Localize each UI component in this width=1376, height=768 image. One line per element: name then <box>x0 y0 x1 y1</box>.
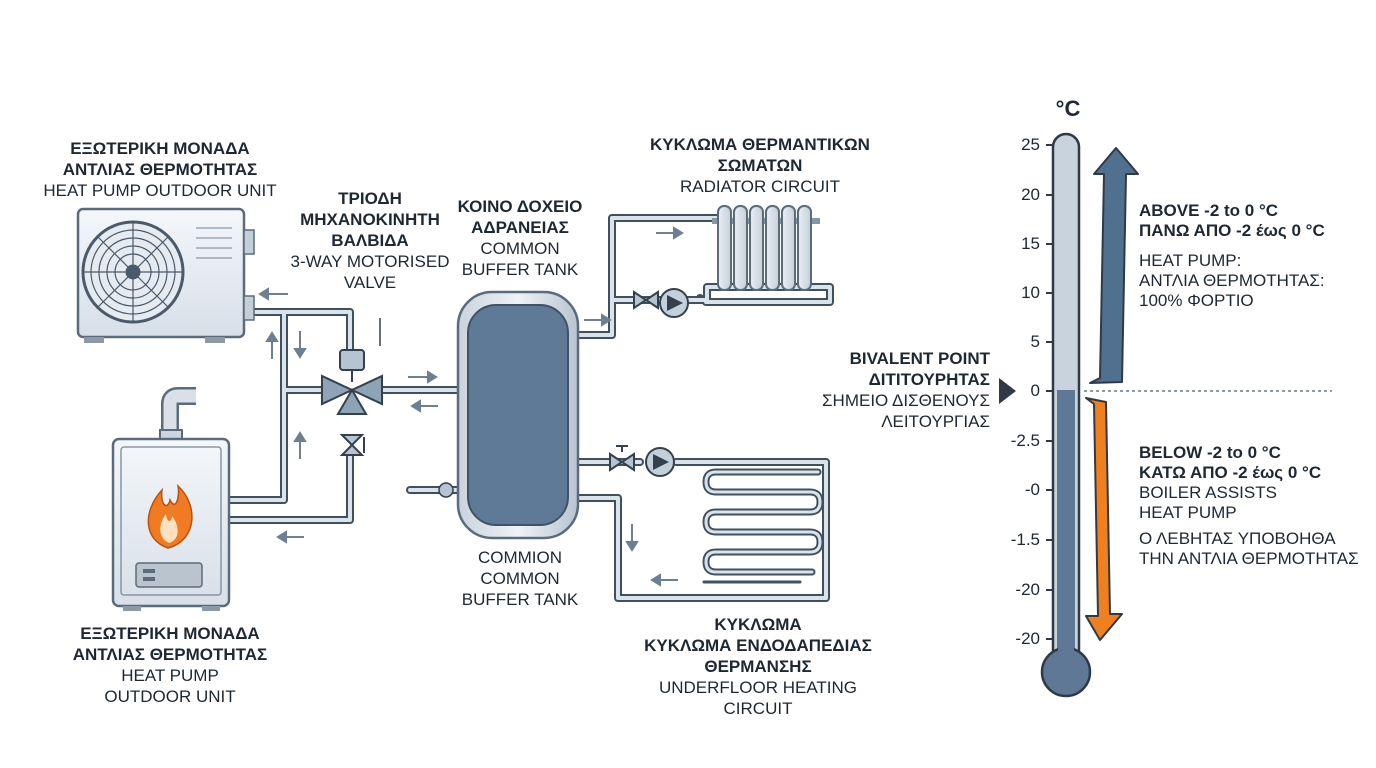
heat-pump-up-arrow <box>1089 147 1139 384</box>
tick-label: -1.5 <box>1010 530 1040 549</box>
flow-arrows <box>258 226 684 587</box>
tick-label: -2.5 <box>1010 431 1040 450</box>
thermometer-unit-label: °C <box>1055 96 1081 121</box>
buffer-bottom-l3: BUFFER TANK <box>461 590 579 609</box>
buffer-bottom-l2: COMMON <box>480 569 560 588</box>
boiler-label-el: ΕΞΩΤΕΡΙΚΗ ΜΟΝΑΔΑ <box>80 624 260 643</box>
buffer-bottom-l1: COMMION <box>477 548 563 567</box>
outdoor-unit-label-el2: ΑΝΤΛΙΑΣ ΘΕΡΜΟΤΗΤΑΣ <box>62 160 258 179</box>
boiler-down-arrow <box>1085 397 1123 641</box>
below-desc-1: BOILER ASSISTS <box>1139 483 1277 502</box>
flow-arrow-left <box>650 573 678 587</box>
radiator-circuit-label: ΚΥΚΛΩΜΑ ΘΕΡΜΑΝΤΙΚΩΝ ΣΩΜΑΤΩΝ RADIATOR CIR… <box>630 134 890 197</box>
bivalent-point-label: BIVALENT POINT ΔΙΤΙΤΟΥΡΗΤΑΣ ΣΗΜΕΙΟ ΔΙΣΘΕ… <box>780 348 990 432</box>
tick-label: 5 <box>1030 332 1040 351</box>
above-desc-1: HEAT PUMP: <box>1139 251 1242 270</box>
radiator <box>712 205 820 291</box>
buffer-top-el: ΚΟΙΝΟ ΔΟΧΕΙΟ <box>457 197 583 216</box>
outdoor-unit-label-el: ΕΞΩΤΕΡΙΚΗ ΜΟΝΑΔΑ <box>70 139 250 158</box>
buffer-tank-bottom-label: COMMION COMMON BUFFER TANK <box>440 547 600 610</box>
boiler-label-en2: OUTDOOR UNIT <box>104 687 236 706</box>
valve-label: ΤΡΙΟΔΗ ΜΗΧΑΝΟΚΙΝΗΤΗ ΒΑΛΒΙΔΑ 3-WAY MOTORI… <box>270 188 470 293</box>
flow-arrow-right <box>408 370 438 384</box>
heat-pump-outdoor-unit <box>76 207 255 343</box>
tick-label: 15 <box>1021 234 1040 253</box>
flame-icon <box>147 483 193 549</box>
flow-arrow-right <box>584 313 612 327</box>
thermometer <box>1040 132 1092 698</box>
below-desc-2: HEAT PUMP <box>1139 503 1237 522</box>
above-bivalent-label: ABOVE -2 to 0 °C ΠΑΝΩ ΑΠΟ -2 έως 0 °C HE… <box>1139 201 1369 311</box>
underfloor-coil <box>702 468 824 584</box>
drain-valve-icon <box>438 482 454 498</box>
flow-arrow-down <box>625 524 639 552</box>
tick-label: -20 <box>1015 629 1040 648</box>
flow-arrow-up <box>293 431 307 459</box>
tick-label: 10 <box>1021 283 1040 302</box>
flow-arrow-up <box>265 331 279 359</box>
valve-label-en2: VALVE <box>343 273 397 292</box>
check-valve-icon <box>339 434 365 456</box>
radiator-label-el2: ΣΩΜΑΤΩΝ <box>717 156 803 175</box>
below-title: BELOW -2 to 0 °C <box>1139 443 1281 462</box>
above-title: ABOVE -2 to 0 °C <box>1139 201 1279 220</box>
flow-arrow-left <box>258 287 288 301</box>
outdoor-unit-label: ΕΞΩΤΕΡΙΚΗ ΜΟΝΑΔΑ ΑΝΤΛΙΑΣ ΘΕΡΜΟΤΗΤΑΣ HEAT… <box>30 138 290 201</box>
tick-label: 25 <box>1021 135 1040 154</box>
boiler <box>111 387 231 611</box>
valve-label-el2: ΜΗΧΑΝΟΚΙΝΗΤΗ <box>300 210 440 229</box>
underfloor-valve-icon <box>609 445 635 472</box>
boiler-label-el2: ΑΝΤΛΙΑΣ ΘΕΡΜΟΤΗΤΑΣ <box>72 645 268 664</box>
valve-label-el: ΤΡΙΟΔΗ <box>338 189 402 208</box>
underfloor-pump-icon <box>645 447 675 477</box>
underfloor-label-en: UNDERFLOOR HEATING <box>658 678 858 697</box>
boiler-label-en: HEAT PUMP <box>121 666 219 685</box>
thermometer-tick-marks <box>1046 144 1053 640</box>
buffer-top-el2: ΑΔΡΑΝΕΙΑΣ <box>471 218 569 237</box>
bivalent-l3: ΣΗΜΕΙΟ ΔΙΣΘΕΝΟΥΣ <box>822 391 990 410</box>
flow-arrow-left <box>410 399 438 413</box>
underfloor-label-en2: CIRCUIT <box>723 699 793 718</box>
underfloor-label-el: ΚΥΚΛΩΜΑ <box>714 615 802 634</box>
valve-label-el3: ΒΑΛΒΙΔΑ <box>331 231 409 250</box>
thermometer-scale: 25 20 15 10 5 0 -2.5 -0 -1.5 -20 -20 <box>1000 0 1042 768</box>
above-desc-3: 100% ΦΟΡΤΙΟ <box>1139 291 1254 310</box>
radiator-label-el: ΚΥΚΛΩΜΑ ΘΕΡΜΑΝΤΙΚΩΝ <box>650 135 870 154</box>
underfloor-label-el2: ΚΥΚΛΩΜΑ ΕΝΔΟΔΑΠΕΔΙΑΣ <box>644 636 872 655</box>
tick-label: 0 <box>1030 381 1040 400</box>
flow-arrow-right <box>656 226 684 240</box>
bivalent-l2: ΔΙΤΙΤΟΥΡΗΤΑΣ <box>868 370 990 389</box>
buffer-tank <box>438 290 580 540</box>
three-way-valve-icon <box>321 349 383 415</box>
boiler-label: ΕΞΩΤΕΡΙΚΗ ΜΟΝΑΔΑ ΑΝΤΛΙΑΣ ΘΕΡΜΟΤΗΤΑΣ HEAT… <box>40 623 300 707</box>
radiator-valve-icon <box>633 290 659 310</box>
flow-arrow-left <box>276 530 304 544</box>
underfloor-circuit-label: ΚΥΚΛΩΜΑ ΚΥΚΛΩΜΑ ΕΝΔΟΔΑΠΕΔΙΑΣ ΘΕΡΜΑΝΣΗΣ U… <box>628 614 888 719</box>
tick-label: -0 <box>1024 480 1040 499</box>
buffer-tank-top-label: ΚΟΙΝΟ ΔΟΧΕΙΟ ΑΔΡΑΝΕΙΑΣ COMMON BUFFER TAN… <box>440 196 600 280</box>
below-desc-3: Ο ΛΕΒΗΤΑΣ ΥΠΟΒΟΗΘΑ <box>1139 529 1336 548</box>
flow-arrow-down <box>293 331 307 359</box>
buffer-top-en: COMMON <box>480 239 560 258</box>
bivalent-l1: BIVALENT POINT <box>849 349 990 368</box>
radiator-pump-icon <box>659 288 689 318</box>
tick-label: -20 <box>1015 580 1040 599</box>
above-desc-2: ΑΝΤΛΙΑ ΘΕΡΜΟΤΗΤΑΣ: <box>1139 271 1325 290</box>
above-title-el: ΠΑΝΩ ΑΠΟ -2 έως 0 °C <box>1139 221 1325 240</box>
bivalent-pointer-icon <box>999 378 1016 404</box>
below-title-el: ΚΑΤΩ ΑΠΟ -2 έως 0 °C <box>1139 463 1322 482</box>
below-desc-4: ΤΗΝ ΑΝΤΛΙΑ ΘΕΡΜΟΤΗΤΑΣ <box>1139 549 1359 568</box>
valve-label-en: 3-WAY MOTORISED <box>290 252 450 271</box>
radiator-label-en: RADIATOR CIRCUIT <box>680 177 840 196</box>
fan-grille-icon <box>81 220 185 324</box>
outdoor-unit-label-en: HEAT PUMP OUTDOOR UNIT <box>43 181 277 200</box>
underfloor-label-el3: ΘΕΡΜΑΝΣΗΣ <box>704 657 812 676</box>
bivalent-l4: ΛΕΙΤΟΥΡΓΙΑΣ <box>881 412 990 431</box>
below-bivalent-label: BELOW -2 to 0 °C ΚΑΤΩ ΑΠΟ -2 έως 0 °C BO… <box>1139 443 1371 569</box>
tick-label: 20 <box>1021 185 1040 204</box>
buffer-top-en2: BUFFER TANK <box>461 260 579 279</box>
